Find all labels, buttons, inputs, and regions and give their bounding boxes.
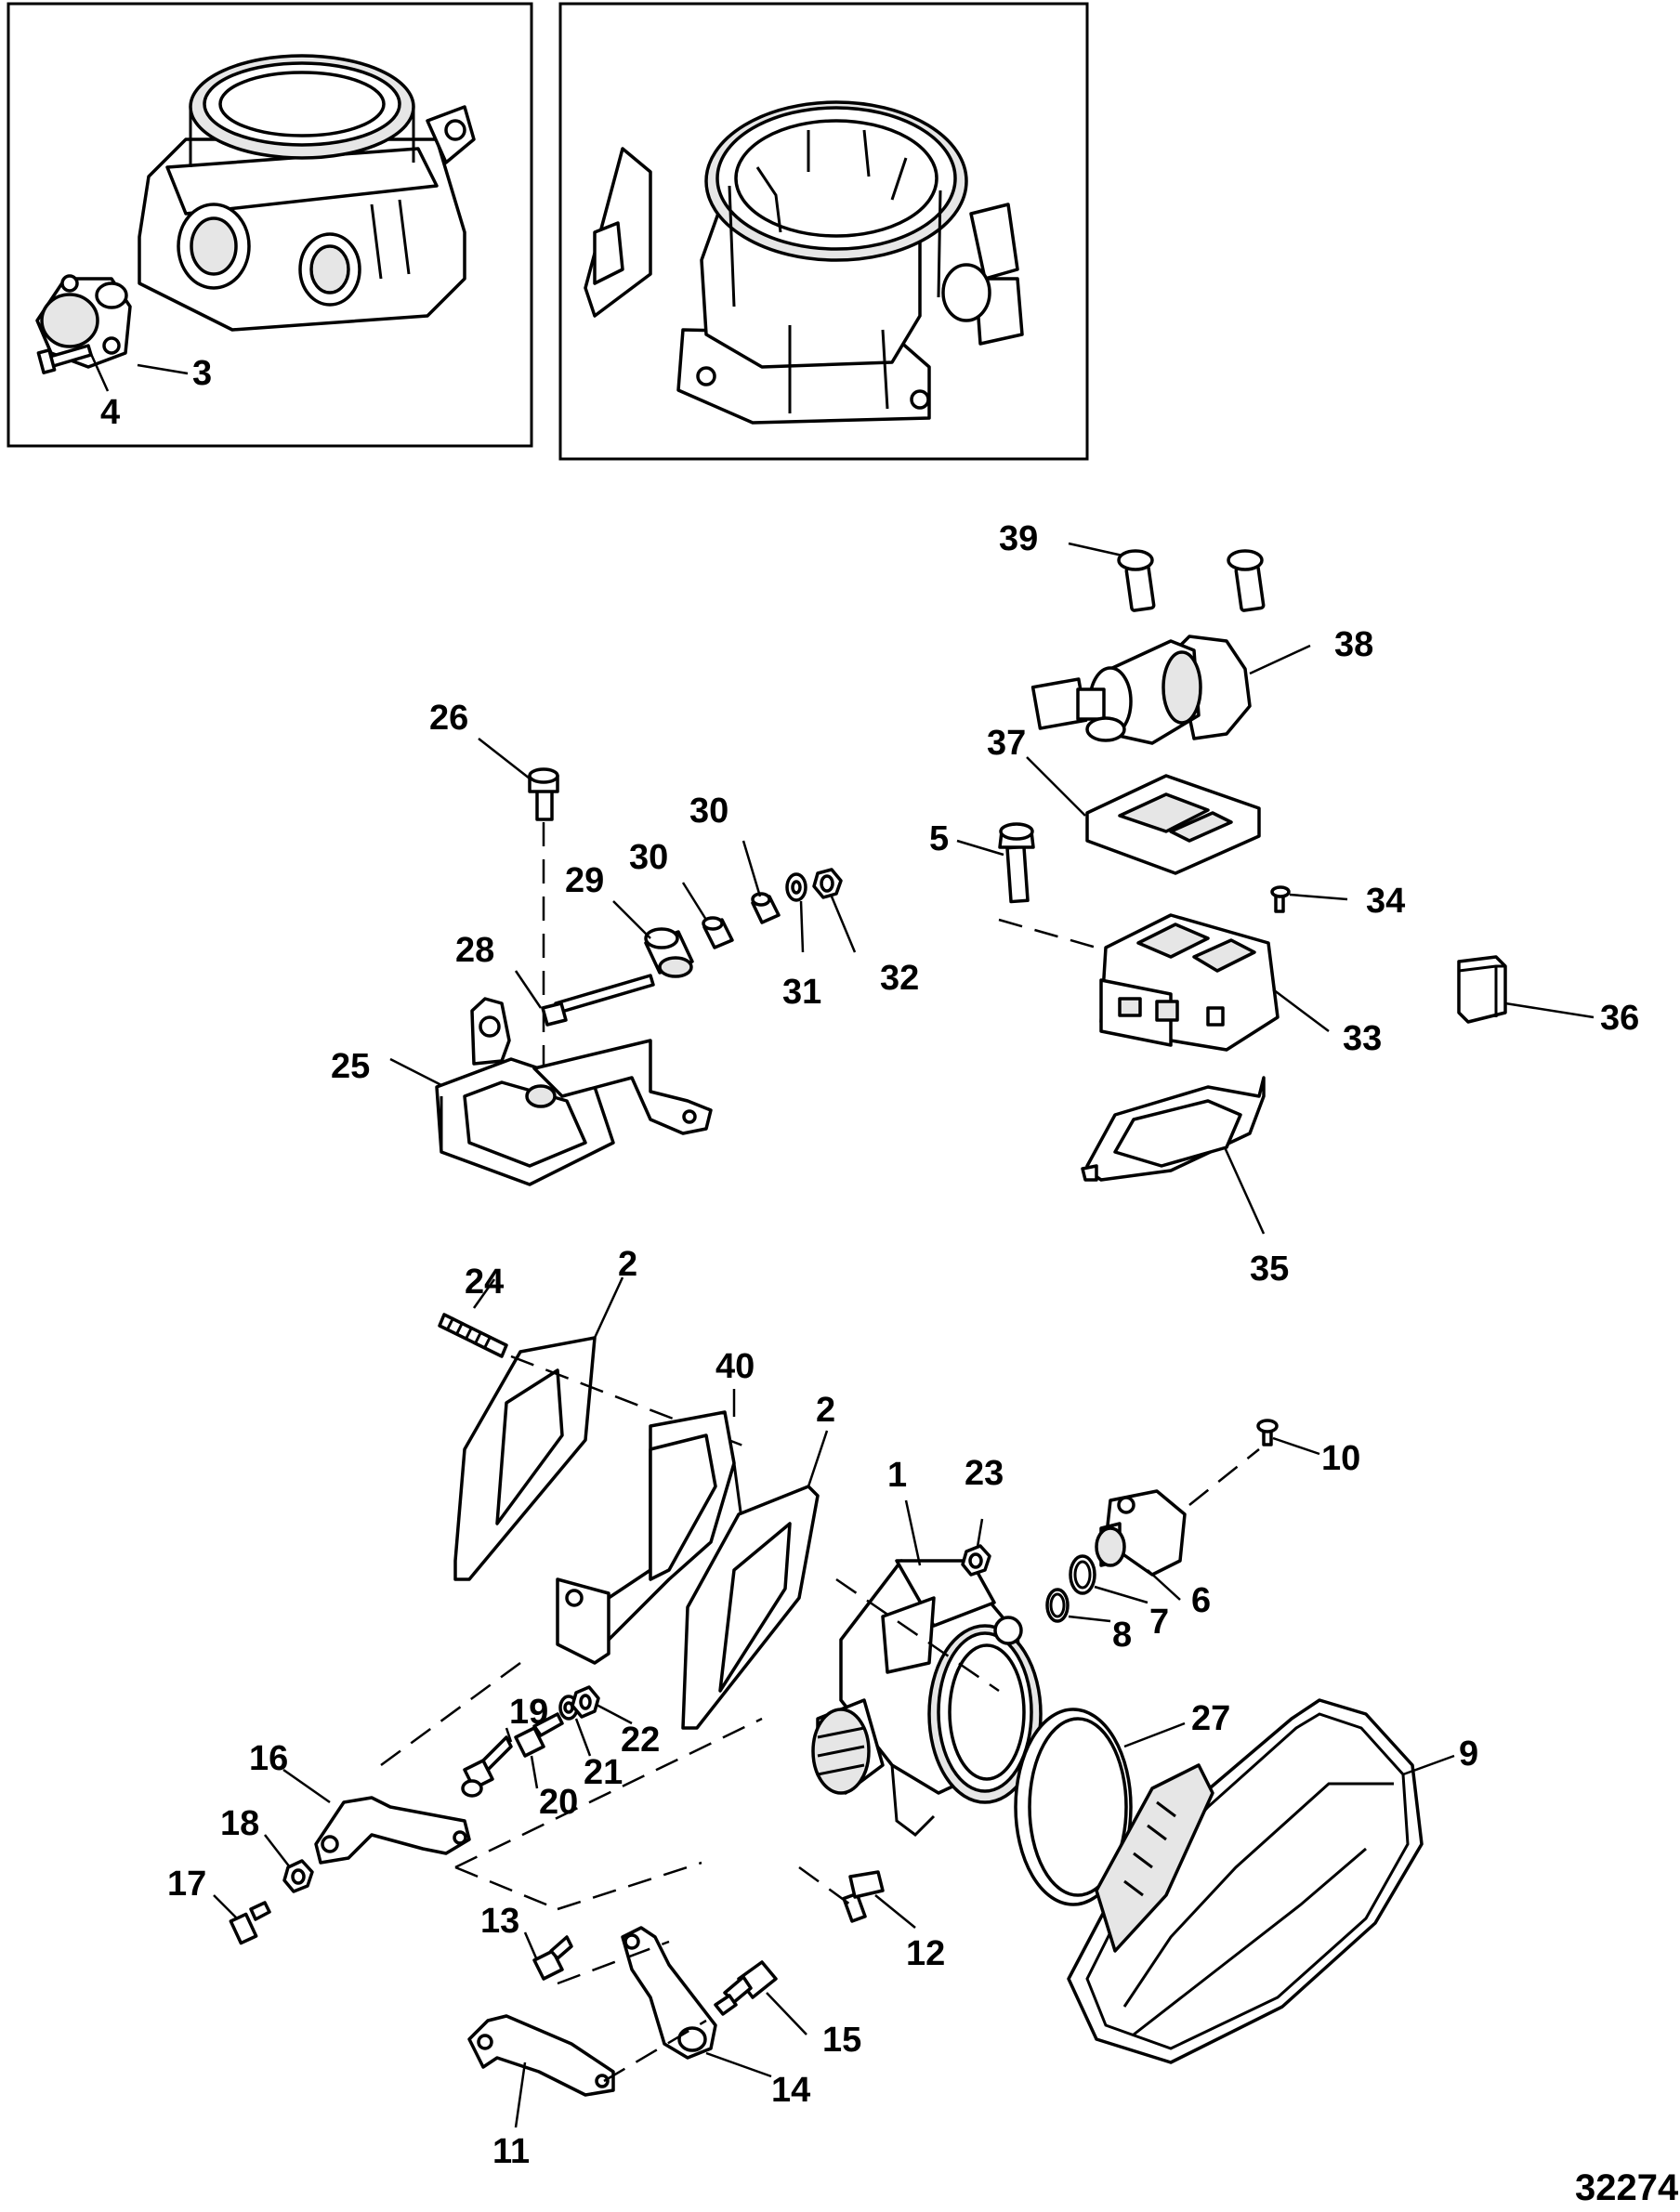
callout-labels: 3 4 39 38 26 37 30 5 30 29 34 28 32 31 3… [100, 354, 1679, 2208]
callout-3: 3 [192, 354, 212, 393]
bolt-15 [714, 1960, 778, 2016]
callout-29: 29 [565, 861, 604, 900]
callout-24: 24 [465, 1263, 504, 1302]
callout-17: 17 [167, 1865, 206, 1904]
o-ring-8 [1045, 1588, 1070, 1623]
callout-13: 13 [480, 1902, 519, 1941]
callout-20: 20 [539, 1783, 578, 1822]
callout-40: 40 [715, 1347, 755, 1386]
ball-stud-19 [461, 1735, 513, 1798]
ball-stud-20 [514, 1712, 564, 1758]
callout-35: 35 [1250, 1250, 1289, 1289]
flame-arrestor [1067, 1698, 1424, 2064]
inset-right-frame [558, 2, 1089, 461]
ring-27 [1014, 1708, 1133, 1906]
callout-2a: 2 [618, 1245, 637, 1284]
screw-5 [998, 822, 1035, 904]
callout-22: 22 [621, 1721, 660, 1760]
callout-38: 38 [1334, 625, 1373, 664]
callout-23: 23 [965, 1454, 1004, 1493]
gasket-35 [1081, 1076, 1266, 1182]
callout-1: 1 [887, 1456, 907, 1495]
gasket-2a [453, 1336, 597, 1581]
callout-4: 4 [100, 393, 120, 432]
bracket-25 [435, 997, 713, 1186]
bushing-30b [751, 892, 781, 924]
callout-6: 6 [1191, 1581, 1211, 1620]
callout-19: 19 [509, 1693, 548, 1732]
screw-10 [1256, 1419, 1279, 1446]
idle-air-control-valve [1030, 635, 1252, 745]
callout-15: 15 [822, 2021, 861, 2060]
lever-16 [314, 1796, 471, 1865]
iac-adapter [1099, 913, 1280, 1052]
callout-12: 12 [906, 1934, 945, 1973]
callout-10: 10 [1321, 1439, 1360, 1478]
nut-32 [812, 868, 843, 899]
screw-17 [229, 1901, 271, 1945]
callout-9: 9 [1459, 1734, 1478, 1774]
callout-32: 32 [880, 959, 919, 998]
link-11 [467, 2014, 615, 2097]
callout-21: 21 [584, 1753, 623, 1792]
gasket-2b [681, 1485, 820, 1730]
screw-12 [842, 1870, 885, 1923]
screw-39 [1117, 549, 1266, 612]
ball-stud-13 [532, 1935, 573, 1981]
callout-37: 37 [987, 724, 1026, 763]
sensor-6 [1095, 1489, 1187, 1577]
nut-23 [961, 1544, 991, 1577]
callout-5: 5 [929, 819, 949, 858]
screw-34 [1270, 885, 1291, 913]
gasket-37 [1085, 774, 1261, 875]
callout-11: 11 [492, 2132, 530, 2171]
bracket-40 [556, 1410, 745, 1665]
callout-33: 33 [1343, 1019, 1382, 1058]
block-36 [1457, 955, 1507, 1024]
figure-number: 32274 [1575, 2167, 1679, 2208]
throttle-body [811, 1559, 1043, 1837]
bushing-30a [702, 916, 734, 949]
o-ring-7 [1069, 1554, 1096, 1595]
throttle-body-top-view-icon [584, 100, 1024, 425]
callout-28: 28 [455, 931, 494, 970]
spacer-29 [644, 927, 694, 978]
inset-left-frame [7, 2, 533, 448]
nut-18 [282, 1859, 314, 1893]
callout-34: 34 [1366, 882, 1405, 921]
callout-8: 8 [1112, 1616, 1132, 1655]
callout-18: 18 [220, 1804, 259, 1843]
callout-16: 16 [249, 1739, 288, 1778]
callout-7: 7 [1149, 1603, 1169, 1642]
callout-39: 39 [999, 519, 1038, 558]
screw-26 [528, 767, 559, 821]
callout-31: 31 [782, 973, 821, 1012]
lever-14 [621, 1926, 717, 2060]
stud-24 [438, 1313, 508, 1358]
callout-26: 26 [429, 699, 468, 738]
callout-14: 14 [771, 2071, 810, 2110]
callout-30b: 30 [629, 838, 668, 877]
washer-31 [785, 872, 807, 902]
nut-22 [571, 1685, 600, 1719]
callout-30a: 30 [689, 792, 728, 831]
throttle-body-with-sensor-icon [35, 54, 476, 374]
callout-2b: 2 [816, 1391, 835, 1430]
callout-36: 36 [1600, 999, 1639, 1038]
stud-28 [541, 974, 655, 1027]
callout-25: 25 [331, 1047, 370, 1086]
callout-27: 27 [1191, 1699, 1230, 1738]
